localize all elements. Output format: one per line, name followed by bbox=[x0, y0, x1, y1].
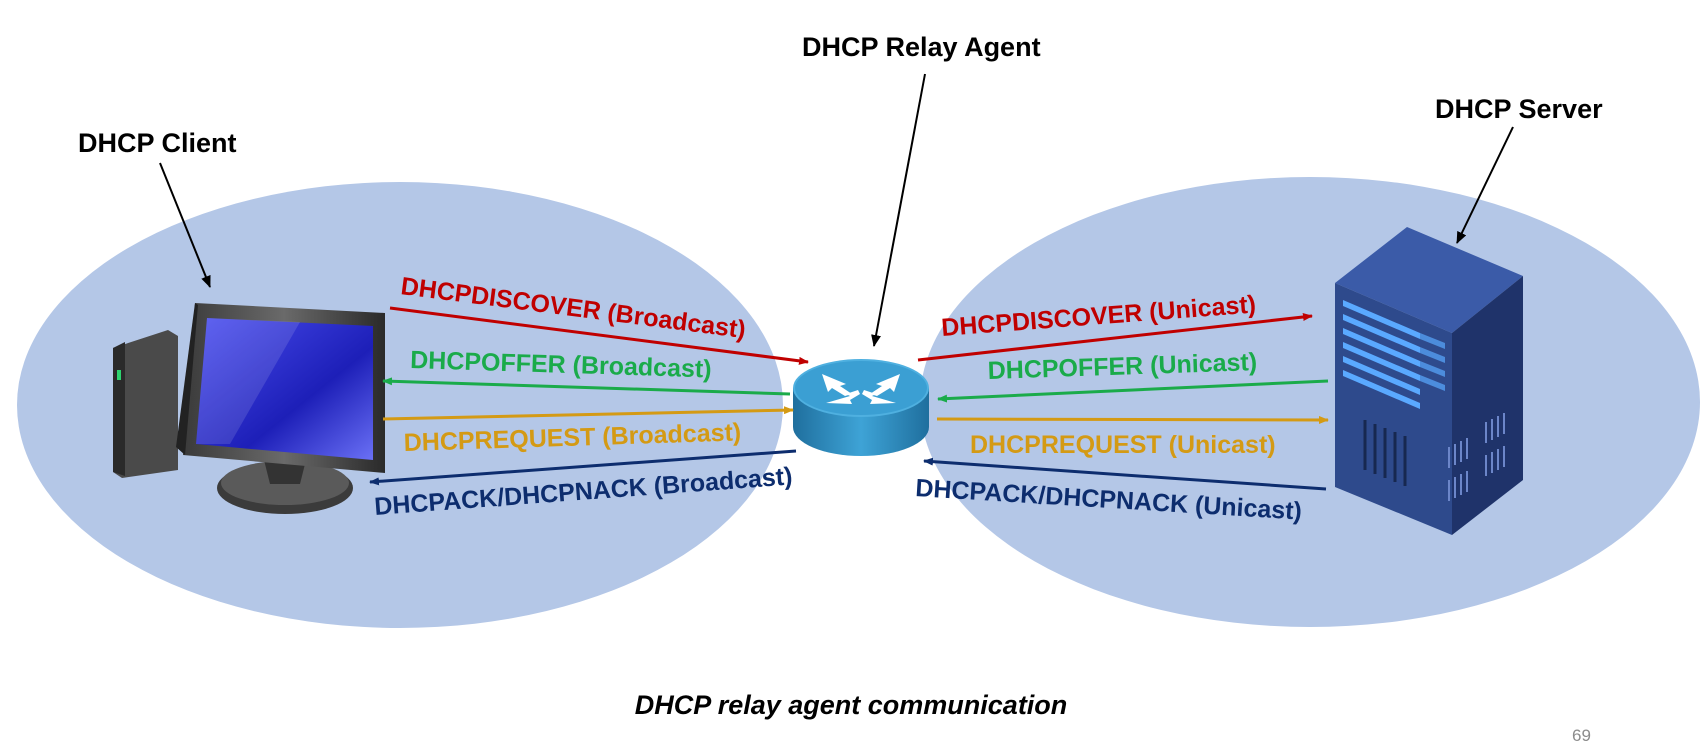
server-rack-icon bbox=[1335, 227, 1523, 535]
diagram-caption: DHCP relay agent communication bbox=[634, 690, 1068, 720]
relay-pointer-line bbox=[871, 73, 926, 347]
right-request-arrow bbox=[936, 415, 1329, 424]
left-ack-arrow bbox=[369, 449, 797, 486]
right-ack-arrow bbox=[923, 457, 1327, 491]
relay-label: DHCP Relay Agent bbox=[802, 32, 1041, 62]
desktop-computer-icon bbox=[113, 303, 385, 514]
router-icon bbox=[793, 359, 929, 456]
client-label: DHCP Client bbox=[78, 128, 237, 158]
right-discover-arrow bbox=[917, 313, 1313, 362]
left-discover-arrow bbox=[389, 306, 809, 365]
client-network-ellipse bbox=[17, 182, 783, 628]
server-network-ellipse bbox=[920, 177, 1700, 627]
right-request-label: DHCPREQUEST (Unicast) bbox=[970, 431, 1276, 459]
right-offer-arrow bbox=[937, 379, 1329, 403]
server-pointer-line bbox=[1456, 126, 1514, 244]
client-pointer-line bbox=[159, 162, 211, 288]
server-label: DHCP Server bbox=[1435, 94, 1603, 124]
left-offer-arrow bbox=[382, 377, 791, 396]
left-request-arrow bbox=[382, 406, 794, 421]
page-number: 69 bbox=[1572, 726, 1591, 745]
